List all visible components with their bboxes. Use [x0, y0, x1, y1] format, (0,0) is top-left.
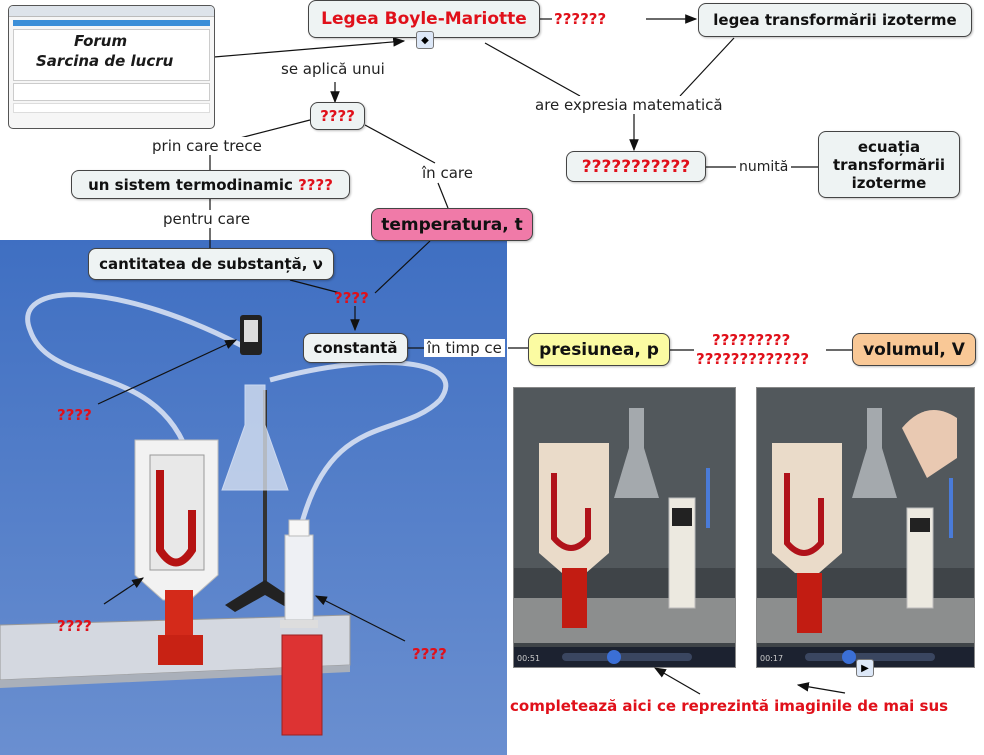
node-ecuatia[interactable]: ecuația transformării izoterme — [818, 131, 960, 198]
photo-label-syringe: ???? — [412, 645, 447, 663]
video-time-2: 00:17 — [760, 654, 783, 663]
play-icon[interactable]: ▶ — [856, 659, 874, 677]
video-frame-2[interactable]: 00:17 — [756, 387, 975, 668]
node-unknown-system[interactable]: ???? — [310, 102, 365, 130]
sistem-text: un sistem termodinamic — [88, 175, 293, 194]
node-sistem-termodinamic[interactable]: un sistem termodinamic ???? — [71, 170, 350, 199]
link-are-expresia: are expresia matematică — [532, 96, 726, 114]
sistem-question: ???? — [298, 175, 333, 194]
link-relation-1: ????????? — [712, 331, 791, 349]
node-presiunea[interactable]: presiunea, p — [528, 333, 670, 366]
node-izoterma-law[interactable]: legea transformării izoterme — [698, 3, 972, 37]
video-frame-1[interactable]: 00:51 — [513, 387, 736, 668]
experiment-photo — [0, 240, 507, 755]
node-math-expression[interactable]: ??????????? — [566, 151, 706, 182]
forum-thumbnail[interactable]: Forum Sarcina de lucru — [8, 5, 215, 129]
node-constanta[interactable]: constantă — [303, 333, 408, 363]
link-numita: numită — [736, 158, 792, 176]
link-relation-2: ????????????? — [696, 350, 810, 368]
photo-label-thermometer: ???? — [57, 406, 92, 424]
node-volumul[interactable]: volumul, V — [852, 333, 976, 366]
forum-title: Forum — [74, 32, 128, 50]
instruction-text: completează aici ce reprezintă imaginile… — [510, 697, 949, 715]
video-time-1: 00:51 — [517, 654, 540, 663]
link-constanta-question: ???? — [334, 289, 369, 307]
map-icon[interactable]: ◆ — [416, 31, 434, 49]
link-pentru-care: pentru care — [160, 210, 254, 228]
link-boyle-izoterma: ?????? — [554, 10, 607, 28]
link-se-aplica: se aplică unui — [278, 60, 388, 78]
node-temperatura[interactable]: temperatura, t — [371, 208, 533, 241]
link-in-timp-ce: în timp ce — [424, 339, 505, 357]
forum-subtitle: Sarcina de lucru — [36, 52, 174, 70]
link-in-care: în care — [419, 164, 476, 182]
node-cantitate-substanta[interactable]: cantitatea de substanță, ν — [88, 248, 334, 280]
photo-label-manometer: ???? — [57, 617, 92, 635]
link-prin-care-trece: prin care trece — [149, 137, 265, 155]
